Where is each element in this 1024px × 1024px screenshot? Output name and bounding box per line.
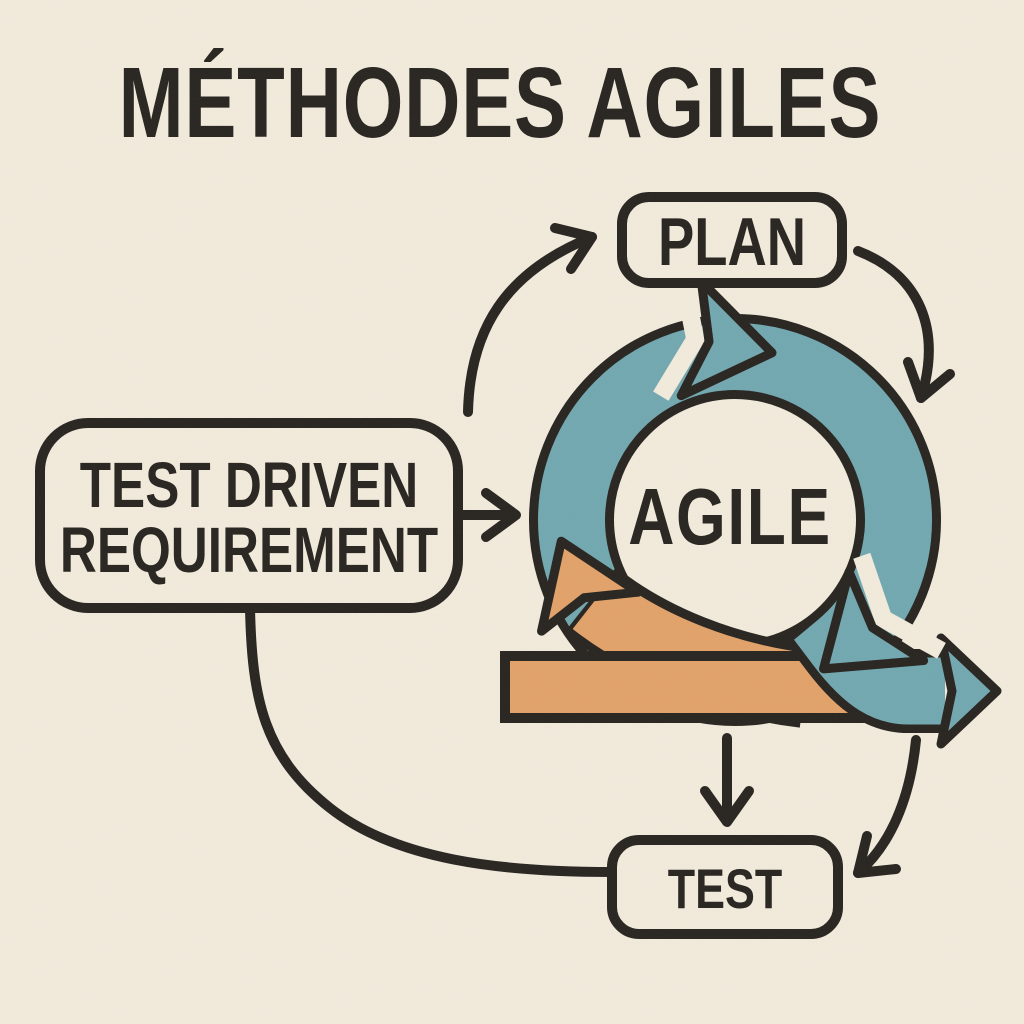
test-label: TEST [668, 857, 783, 920]
requirement-node: TEST DRIVEN REQUIREMENT [35, 418, 463, 613]
plan-node: PLAN [617, 192, 847, 288]
loop-center-label: AGILE [628, 472, 832, 561]
requirement-label-line1: TEST DRIVEN [80, 451, 418, 522]
plan-label: PLAN [658, 204, 806, 280]
requirement-label-line2: REQUIREMENT [60, 516, 438, 587]
test-node: TEST [607, 835, 843, 939]
page-title: MÉTHODES AGILES [119, 48, 882, 160]
